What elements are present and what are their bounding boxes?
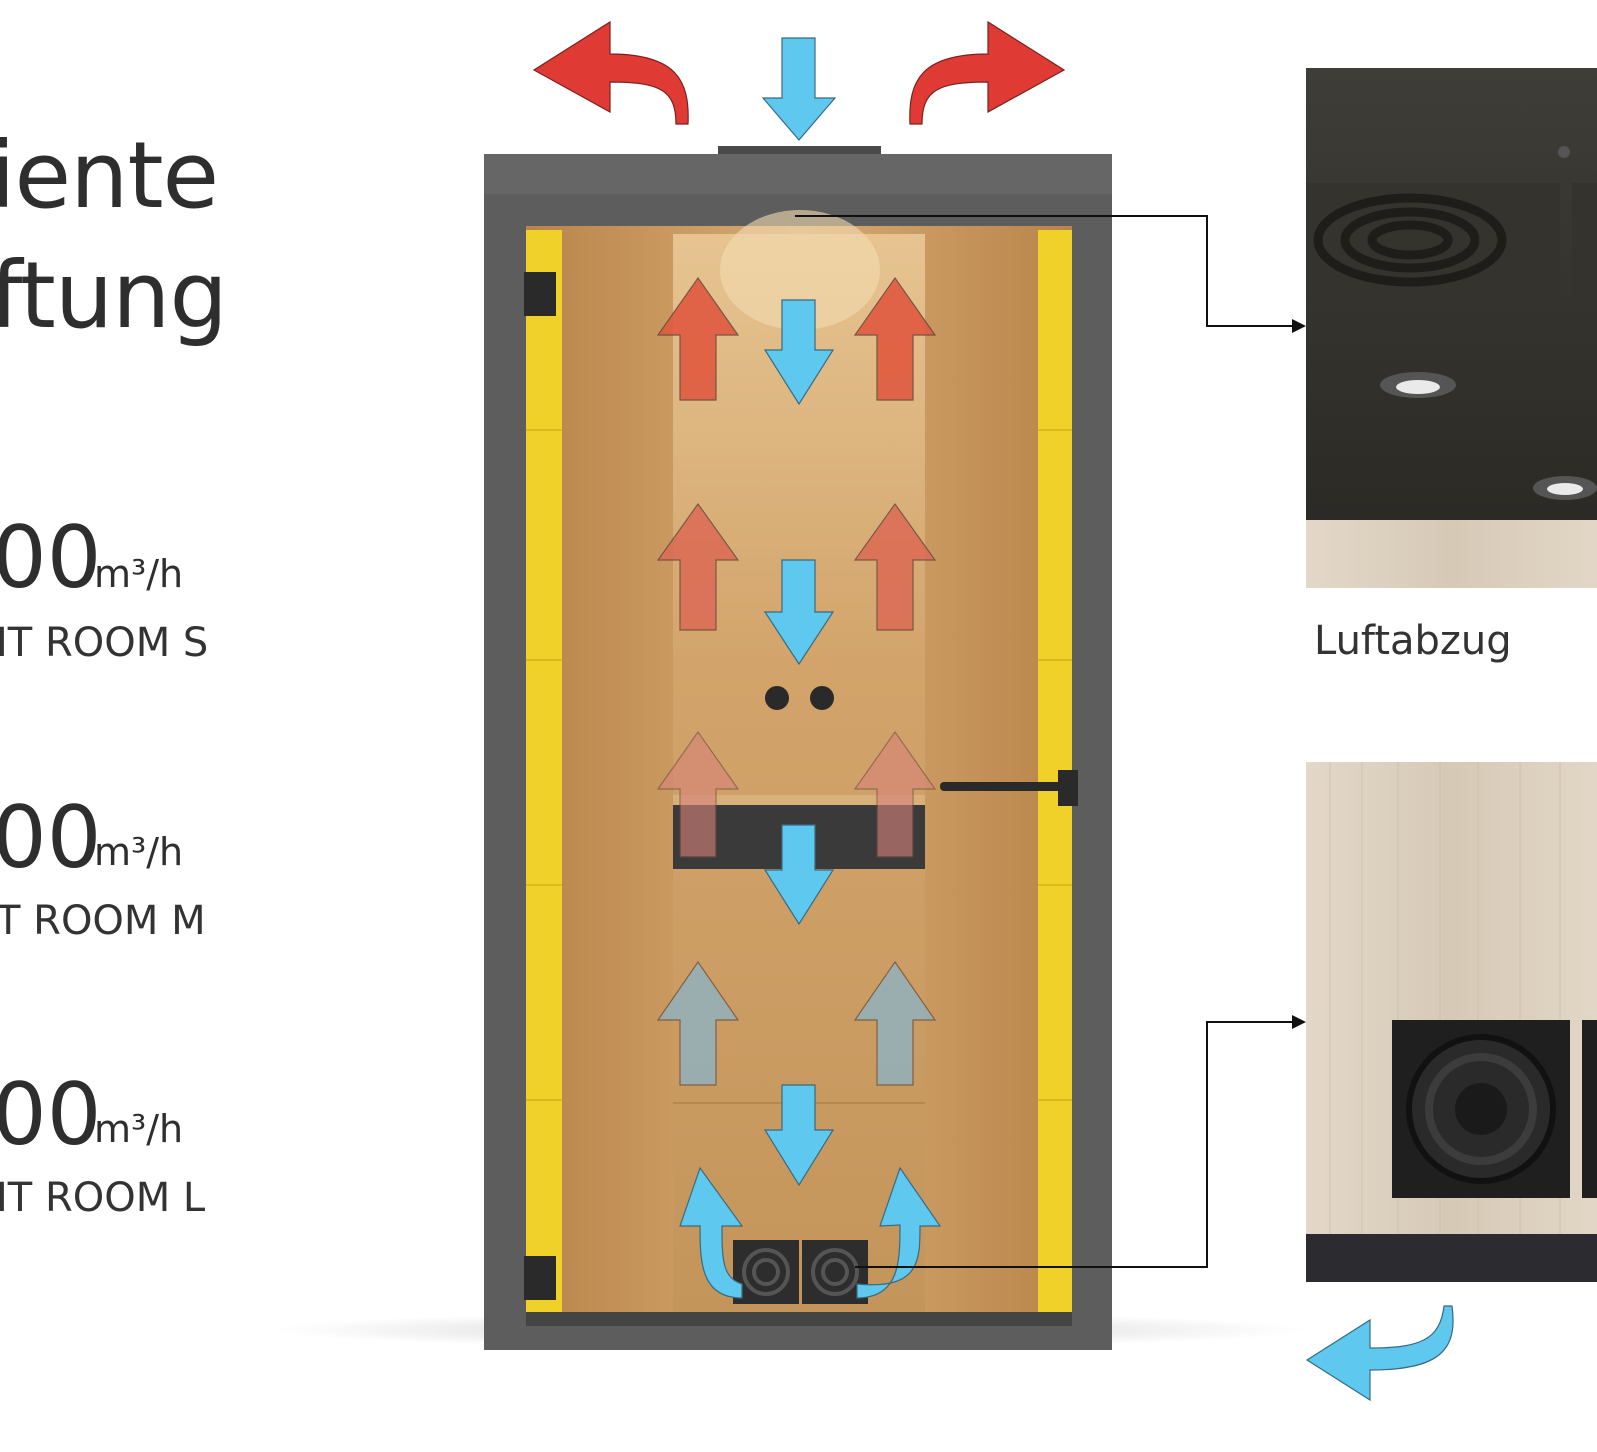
model-name: T ROOM M bbox=[0, 898, 206, 944]
hot-air-out-arrow bbox=[532, 20, 1066, 125]
model-name: IT ROOM S bbox=[0, 620, 209, 666]
heading-line-2: ftung bbox=[0, 242, 228, 349]
felt-left bbox=[526, 230, 562, 1322]
airflow-unit: m³/h bbox=[94, 830, 184, 874]
callout-arrowhead bbox=[1292, 319, 1306, 333]
callout-arrowhead bbox=[1292, 1015, 1306, 1029]
door-lock bbox=[1058, 770, 1078, 806]
airflow-unit: m³/h bbox=[94, 1107, 184, 1151]
floor-fan-photo bbox=[1306, 762, 1597, 1282]
callout-lines bbox=[795, 215, 1296, 1268]
floor-fan-icon bbox=[1392, 1020, 1597, 1198]
coat-hook bbox=[810, 686, 834, 710]
fresh-air-in-arrow bbox=[679, 37, 1454, 1402]
airflow-value: 00 bbox=[0, 1065, 102, 1165]
booth-baseboard bbox=[526, 1312, 1072, 1326]
airflow-value: 00 bbox=[0, 788, 102, 888]
model-name: IT ROOM L bbox=[0, 1175, 206, 1221]
ceiling-vent-photo bbox=[1306, 68, 1597, 588]
hinge-top bbox=[524, 272, 556, 316]
hot-air-out-arrow bbox=[656, 276, 937, 1086]
heading-line-1: iente bbox=[0, 122, 219, 229]
door-handle bbox=[940, 782, 1070, 791]
hinge-bottom bbox=[524, 1256, 556, 1300]
airflow-unit: m³/h bbox=[94, 552, 184, 596]
frame-top bbox=[484, 154, 1112, 194]
airflow-value: 00 bbox=[0, 508, 102, 608]
desk-top bbox=[673, 795, 925, 805]
coat-hook bbox=[765, 686, 789, 710]
ceiling-vent-icon bbox=[1313, 193, 1507, 287]
ceiling-light-glow bbox=[720, 210, 880, 330]
exhaust-caption: Luftabzug bbox=[1314, 618, 1512, 664]
felt-seams bbox=[526, 429, 1072, 1101]
